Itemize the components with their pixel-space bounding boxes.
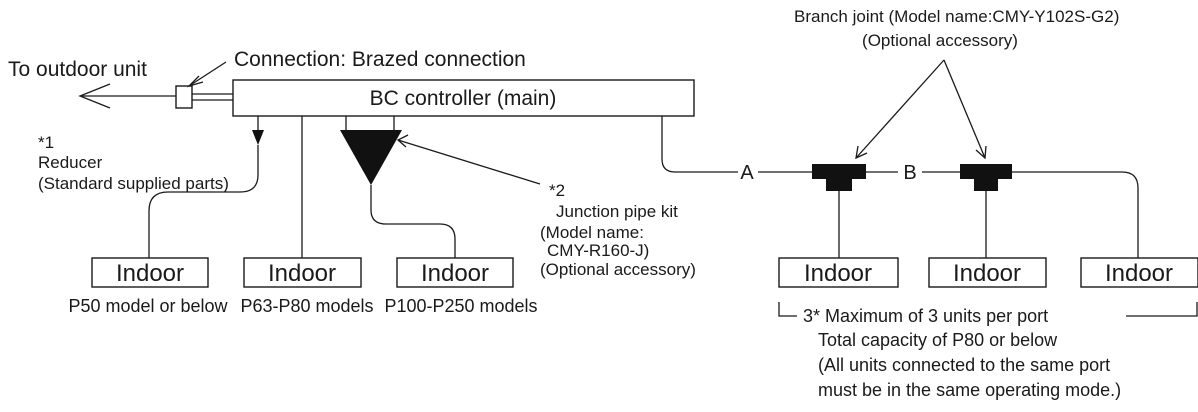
indoor-unit-1-caption: P50 model or below	[68, 296, 228, 316]
port-pipe-start	[661, 116, 738, 173]
pipe-b-label: B	[903, 162, 916, 184]
outdoor-connection-arrow	[78, 83, 178, 109]
junction-model-line-1: (Model name:	[540, 223, 644, 242]
junction-model-line-2: CMY-R160-J)	[547, 241, 649, 260]
indoor-unit-2-caption: P63-P80 models	[240, 296, 373, 316]
branch-joint-leader-1	[855, 59, 945, 160]
indoor-unit-label: Indoor	[116, 260, 184, 287]
junction-pipe	[370, 185, 456, 258]
indoor-unit-2: Indoor	[243, 257, 362, 288]
indoor-unit-label: Indoor	[1105, 260, 1173, 287]
reducer-pipe	[148, 145, 259, 258]
indoor-unit-label: Indoor	[953, 260, 1021, 287]
reducer-icon	[252, 130, 264, 145]
junction-leader-arrow	[396, 134, 541, 185]
connection-label: Connection: Brazed connection	[234, 48, 526, 71]
port-note-line-2: Total capacity of P80 or below	[818, 330, 1058, 350]
reducer-note: (Standard supplied parts)	[38, 174, 229, 193]
bc-controller-label: BC controller (main)	[370, 87, 557, 110]
branch-joint-2-icon	[960, 164, 1012, 191]
port-note-line-1: 3* Maximum of 3 units per port	[803, 306, 1048, 326]
branch-joint-leader-2	[943, 59, 987, 160]
bc-controller-box	[232, 79, 695, 117]
junction-title: Junction pipe kit	[556, 202, 678, 221]
branch-joint-1-icon	[812, 164, 866, 191]
reducer-number: *1	[38, 133, 54, 152]
to-outdoor-unit-label: To outdoor unit	[8, 58, 147, 81]
branch-joint-label: Branch joint (Model name:CMY-Y102S-G2)	[794, 7, 1119, 26]
port-note-line-4: must be in the same operating mode.)	[818, 380, 1121, 400]
junction-number: *2	[549, 181, 565, 200]
port-bracket-right	[1126, 302, 1198, 317]
indoor-unit-3-caption: P100-P250 models	[384, 296, 537, 316]
pipe-a-label: A	[740, 162, 754, 184]
junction-optional: (Optional accessory)	[540, 260, 696, 279]
indoor-unit-5: Indoor	[928, 257, 1047, 288]
branch-joint-optional: (Optional accessory)	[862, 31, 1018, 50]
indoor-unit-label: Indoor	[268, 260, 336, 287]
indoor-unit-6: Indoor	[1080, 257, 1198, 288]
indoor-unit-label: Indoor	[421, 260, 489, 287]
indoor-unit-3: Indoor	[396, 257, 514, 288]
indoor-unit-1: Indoor	[91, 257, 209, 288]
brazed-connection-fitting	[175, 85, 233, 109]
connection-leader-arrow	[186, 61, 227, 88]
branch-end-pipe	[1012, 171, 1139, 258]
reducer-title: Reducer	[38, 153, 103, 172]
port-bracket-left	[778, 302, 797, 317]
junction-pipe-kit-icon	[340, 130, 402, 185]
indoor-unit-label: Indoor	[804, 260, 872, 287]
indoor-unit-4: Indoor	[778, 257, 899, 288]
port-note-line-3: (All units connected to the same port	[818, 355, 1110, 375]
